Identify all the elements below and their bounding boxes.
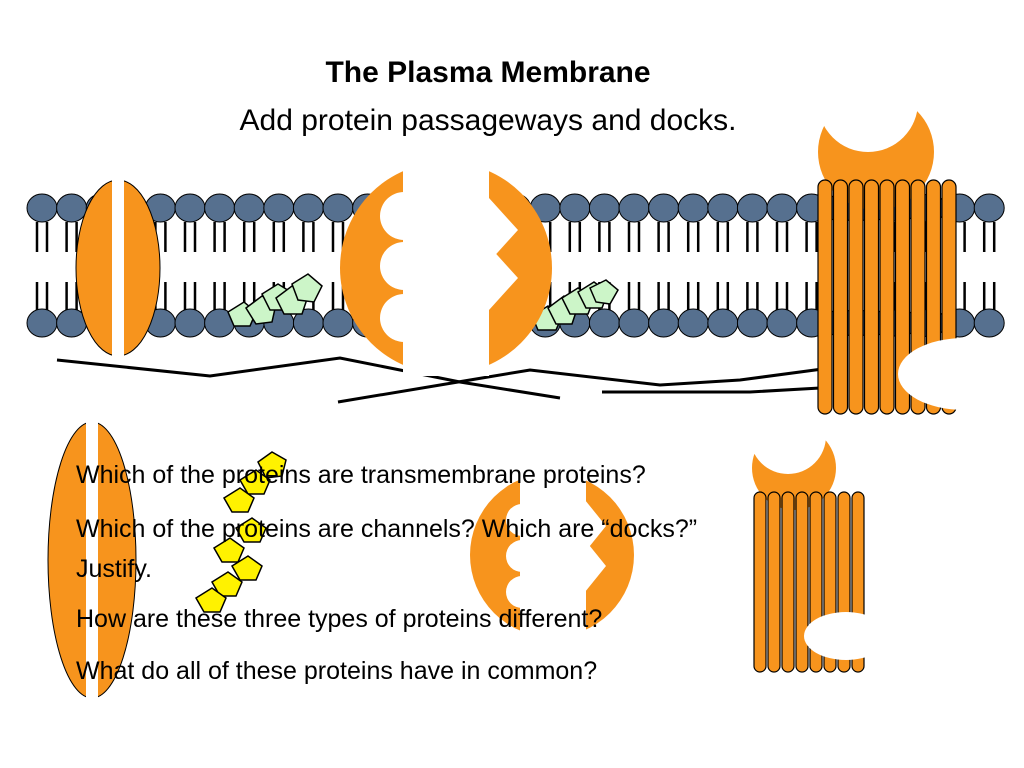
phosphate-head: [26, 193, 58, 223]
phosphate-head: [204, 193, 236, 223]
channel-protein-center: [340, 160, 552, 376]
receptor-rod: [848, 179, 864, 415]
phosphate-head: [736, 308, 768, 338]
receptor-rod: [753, 491, 767, 673]
phosphate-head: [973, 193, 1005, 223]
slide-subtitle: Add protein passageways and docks.: [239, 104, 737, 137]
slide-title: The Plasma Membrane: [325, 56, 651, 89]
phosphate-head: [766, 308, 798, 338]
receptor-rod: [894, 179, 911, 415]
question-common: What do all of these proteins have in co…: [76, 657, 598, 685]
phosphate-head: [588, 193, 620, 223]
receptor-rod: [767, 491, 781, 673]
phosphate-head: [677, 308, 709, 338]
phosphate-head: [174, 193, 206, 223]
receptor-protein-right: [817, 52, 1024, 415]
question-justify: Justify.: [76, 555, 152, 583]
phosphate-head: [736, 193, 768, 223]
cytoskeleton-fibers: [56, 356, 831, 404]
phosphate-head: [677, 193, 709, 223]
phosphate-head: [26, 308, 58, 338]
phosphate-head: [707, 308, 739, 338]
question-channels: Which of the proteins are channels? Whic…: [76, 515, 698, 543]
phosphate-head: [648, 193, 680, 223]
phosphate-head: [322, 193, 354, 223]
phosphate-head: [292, 193, 324, 223]
receptor-rod: [832, 179, 849, 415]
question-transmembrane: Which of the proteins are transmembrane …: [76, 461, 646, 489]
green-carbohydrate-chain-right: [531, 279, 619, 331]
receptor-rod: [795, 491, 809, 673]
phosphate-head: [174, 308, 206, 338]
loose-channel-protein-left: [47, 420, 137, 700]
receptor-rod: [879, 179, 895, 415]
receptor-rod: [781, 491, 795, 673]
loose-channel-protein-center: [470, 470, 634, 640]
phosphate-head: [322, 308, 354, 338]
channel-protein-left: [75, 176, 161, 360]
phosphate-head: [588, 308, 620, 338]
receptor-rod: [863, 179, 880, 415]
green-carbohydrate-chain-left: [227, 273, 323, 327]
phosphate-head: [233, 193, 265, 223]
phosphate-head: [559, 193, 591, 223]
receptor-rod: [817, 179, 833, 415]
question-differences: How are these three types of proteins di…: [76, 605, 603, 633]
yellow-carbohydrate-chain: [194, 451, 287, 613]
phosphate-head: [618, 308, 650, 338]
phosphate-head: [56, 193, 88, 223]
phosphate-head: [973, 308, 1005, 338]
phosphate-head: [263, 193, 295, 223]
phosphate-head: [618, 193, 650, 223]
phosphate-head: [766, 193, 798, 223]
phosphate-head: [648, 308, 680, 338]
loose-receptor-protein: [750, 398, 888, 673]
phosphate-head: [707, 193, 739, 223]
